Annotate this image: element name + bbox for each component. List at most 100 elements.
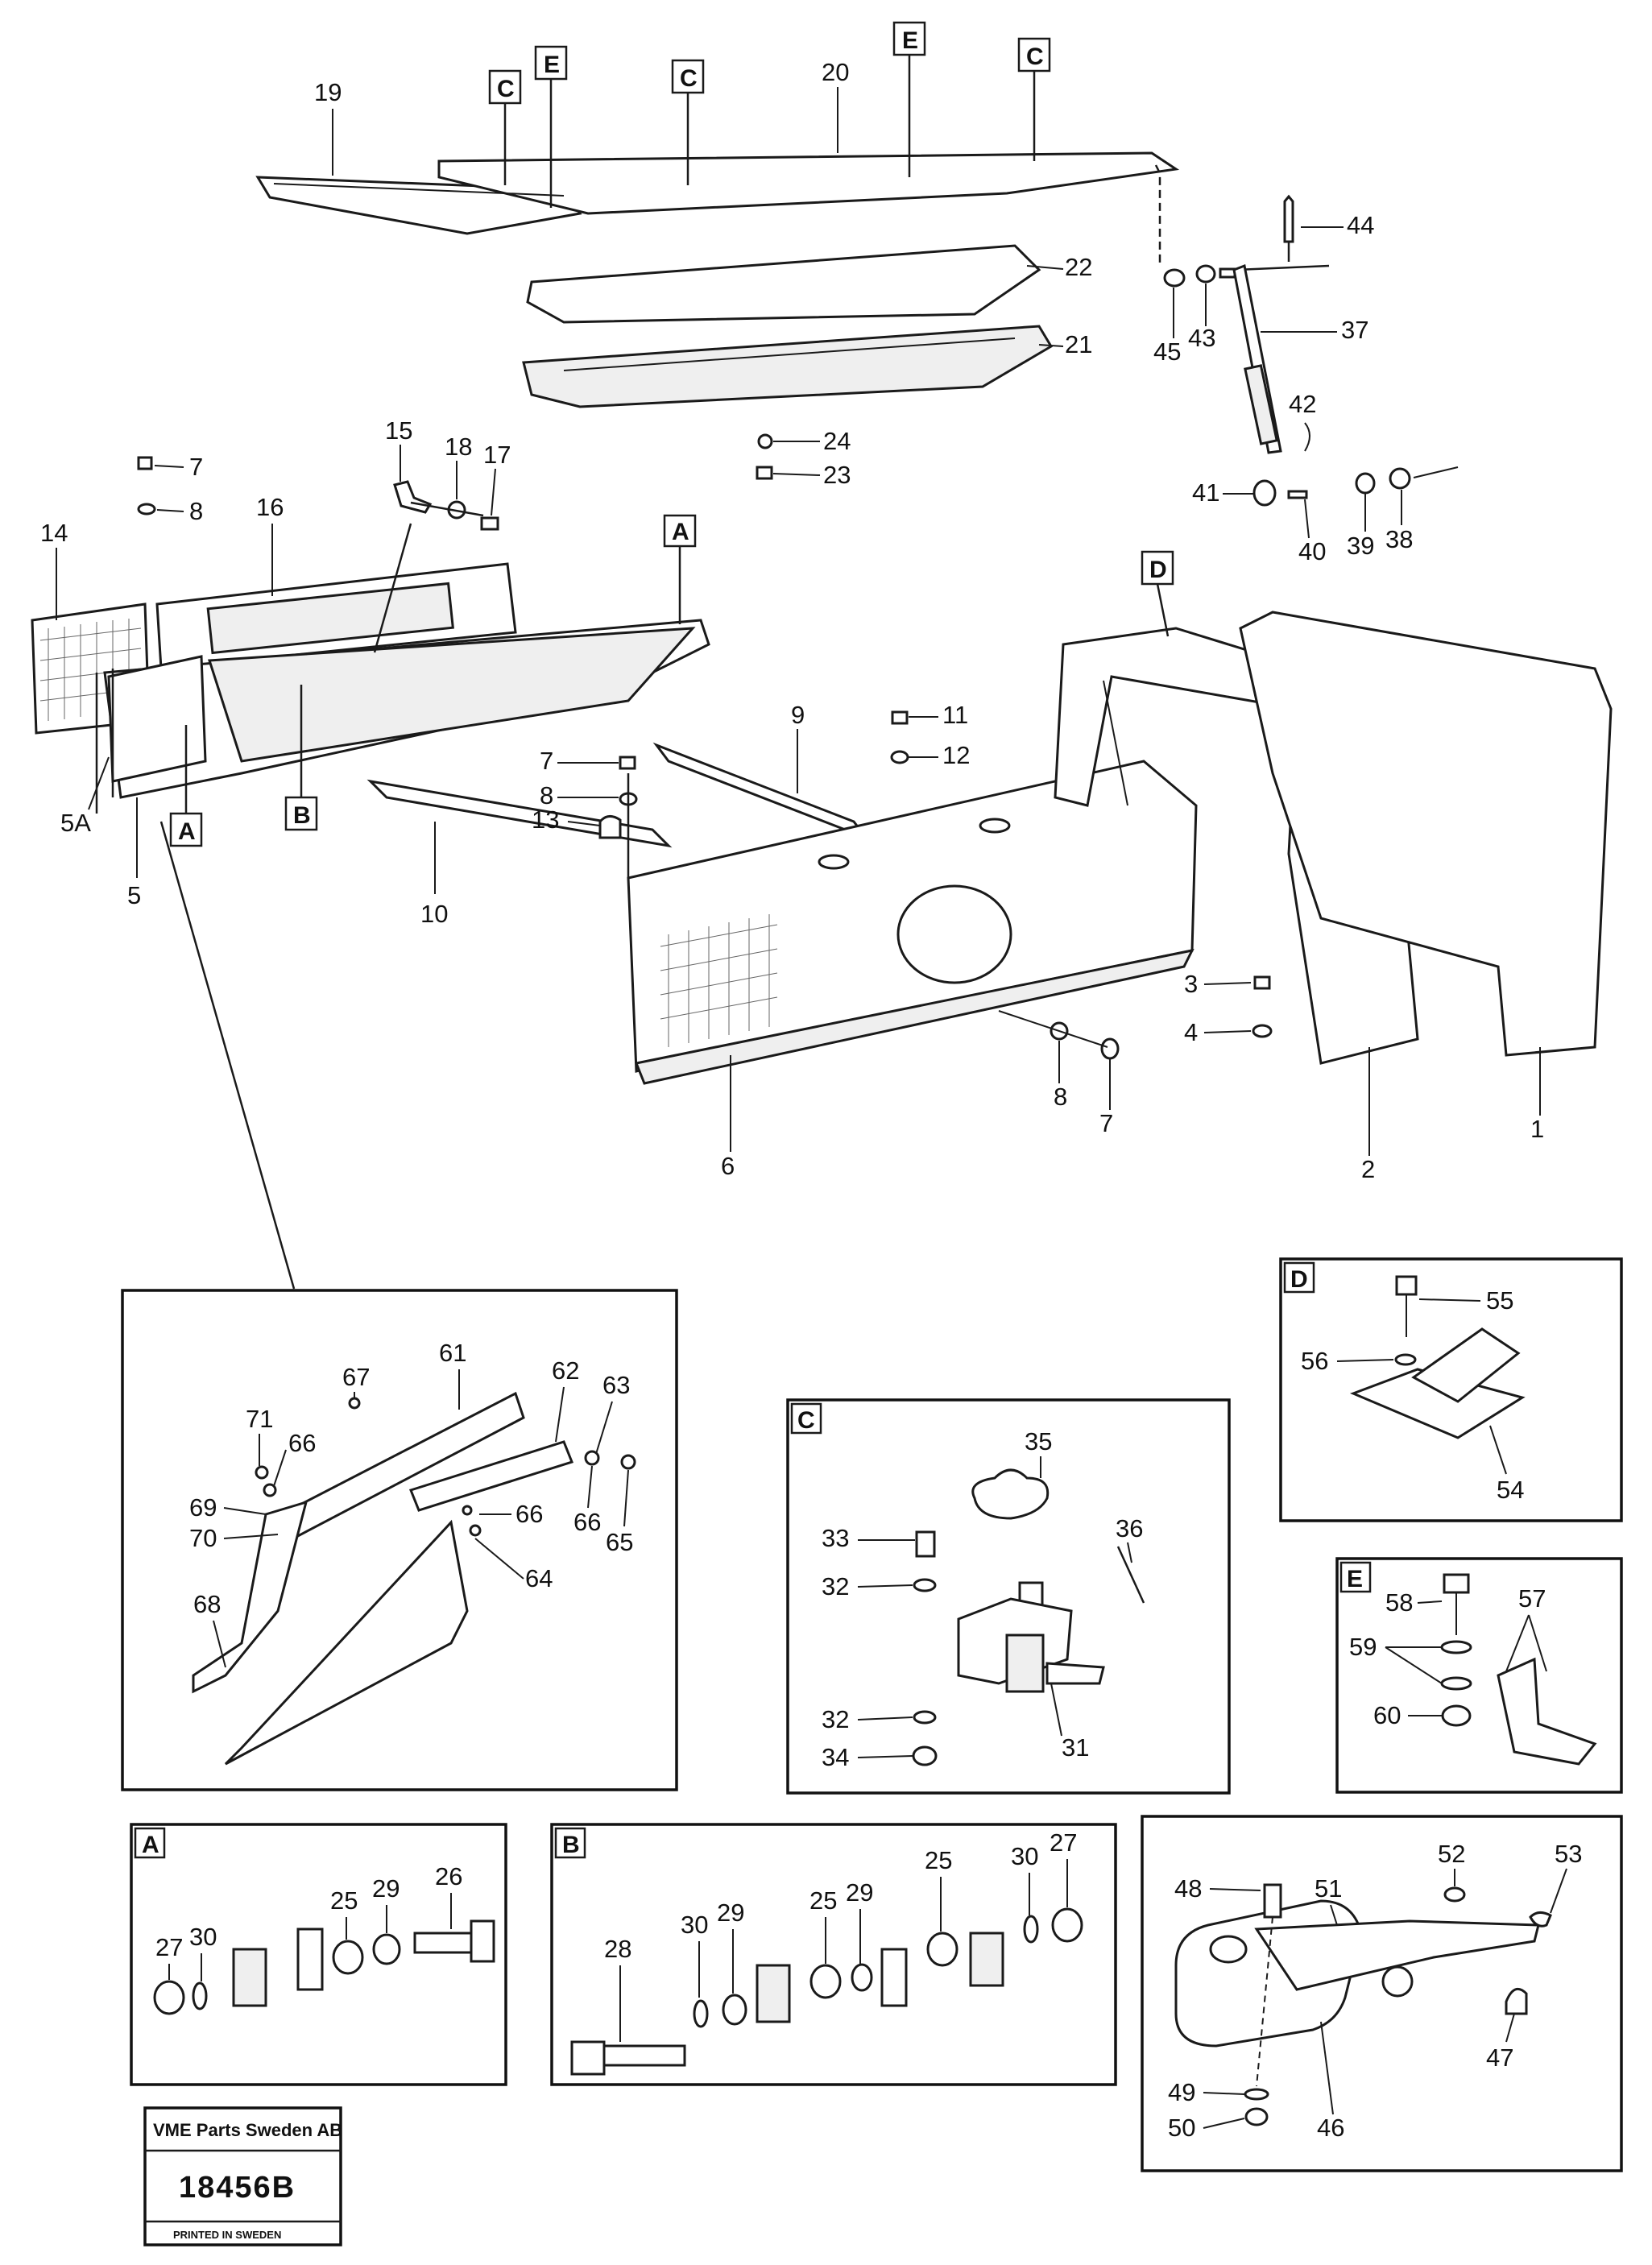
callout-13: 13 [532,805,559,834]
top-cover-panels [255,151,1180,480]
inset-D-letter: D [1290,1266,1308,1293]
callout-35: 35 [1025,1427,1052,1455]
inset-B-bolt-panel: B 28 30 29 25 29 25 30 27 [550,1823,1117,2086]
inset-detail-panel: 61 62 63 67 71 66 69 70 68 66 65 66 64 [121,1289,678,1791]
ref-C-1: C [497,76,515,102]
callout-25c: 25 [925,1846,952,1874]
callout-24: 24 [823,427,851,455]
inset-D-panel: D 55 56 54 [1279,1257,1623,1522]
callout-3: 3 [1184,970,1198,998]
callout-55: 55 [1486,1286,1513,1315]
callout-8c: 8 [1054,1083,1067,1111]
callout-71: 71 [246,1405,273,1433]
callout-69: 69 [189,1493,217,1522]
callout-27b: 27 [1050,1828,1077,1857]
center-hood-assembly [366,710,1198,1085]
callout-62: 62 [552,1356,579,1385]
callout-47: 47 [1486,2043,1513,2072]
callout-51: 51 [1315,1874,1342,1903]
callout-59: 59 [1349,1633,1377,1661]
callout-63: 63 [602,1371,630,1399]
callout-17: 17 [483,441,511,469]
callout-36: 36 [1116,1514,1143,1542]
ref-A-2: A [178,818,196,845]
callout-44: 44 [1347,211,1374,239]
inset-B-letter: B [562,1832,580,1858]
callout-1: 1 [1530,1115,1544,1143]
callout-45: 45 [1153,337,1181,366]
callout-15: 15 [385,416,412,445]
inset-C-panel: C 35 33 36 32 32 34 31 [786,1398,1231,1795]
callout-38: 38 [1385,525,1413,553]
callout-60: 60 [1373,1701,1401,1729]
fender-panels [1054,611,1613,1065]
callout-67: 67 [342,1363,370,1391]
gas-spring-assembly [1154,164,1459,507]
stamp-number: 18456B [179,2171,296,2205]
callout-61: 61 [439,1339,466,1367]
callout-9: 9 [791,701,805,729]
callout-5A: 5A [60,809,91,837]
callout-30a: 30 [189,1923,217,1951]
callout-10: 10 [420,900,448,928]
callout-56: 56 [1301,1347,1328,1375]
callout-33: 33 [822,1524,849,1552]
callout-29a: 29 [372,1874,400,1903]
ref-A-1: A [672,519,689,545]
callout-32a: 32 [822,1572,849,1600]
ref-D-1: D [1149,557,1167,583]
callout-49: 49 [1168,2078,1195,2106]
callout-4: 4 [1184,1018,1198,1046]
inset-E-letter: E [1347,1566,1363,1592]
callout-8a: 8 [189,497,203,525]
callout-12: 12 [942,741,970,769]
callout-70: 70 [189,1524,217,1552]
callout-20: 20 [822,58,849,86]
callout-43: 43 [1188,324,1215,352]
callout-39: 39 [1347,532,1374,560]
callout-66c: 66 [573,1508,601,1536]
callout-25a: 25 [330,1886,358,1915]
callout-2: 2 [1361,1155,1375,1183]
left-frame-assembly [31,456,710,814]
callout-46: 46 [1317,2114,1344,2142]
callout-22: 22 [1065,253,1092,281]
inset-hinge-panel: 48 51 52 53 47 49 50 46 [1141,1815,1623,2172]
callout-25b: 25 [809,1886,837,1915]
callout-30c: 30 [1011,1842,1038,1870]
inset-E-panel: E 58 57 59 60 [1335,1557,1623,1794]
ref-C-3: C [1026,43,1044,70]
callout-66a: 66 [288,1429,316,1457]
callout-7c: 7 [1099,1109,1113,1137]
ref-B-1: B [293,802,311,829]
callout-34: 34 [822,1743,849,1771]
callout-8b: 8 [540,781,553,810]
callout-23: 23 [823,461,851,489]
main-callouts: 19 20 22 21 24 23 44 45 43 37 42 41 40 3… [40,58,1544,1183]
inset-C-letter: C [797,1407,815,1434]
callout-18: 18 [445,433,472,461]
callout-21: 21 [1065,330,1092,358]
callout-52: 52 [1438,1840,1465,1868]
callout-19: 19 [314,78,342,106]
callout-54: 54 [1497,1476,1524,1504]
callout-28: 28 [604,1935,631,1963]
inset-A-letter: A [142,1832,159,1858]
vme-parts-stamp: VME Parts Sweden AB 18456B PRINTED IN SW… [143,2106,342,2246]
inset-A-bolt-panel: A 26 25 29 27 30 [130,1823,507,2086]
callout-16: 16 [256,493,284,521]
callout-66b: 66 [515,1500,543,1528]
callout-48: 48 [1174,1874,1202,1903]
callout-11: 11 [942,701,968,729]
callout-27a: 27 [155,1933,183,1961]
callout-7a: 7 [189,453,203,481]
callout-29b: 29 [717,1899,744,1927]
callout-7b: 7 [540,747,553,775]
callout-58: 58 [1385,1588,1413,1617]
callout-32b: 32 [822,1705,849,1733]
callout-14: 14 [40,519,68,547]
callout-41: 41 [1192,478,1219,507]
callout-50: 50 [1168,2114,1195,2142]
stamp-printed: PRINTED IN SWEDEN [173,2229,281,2241]
